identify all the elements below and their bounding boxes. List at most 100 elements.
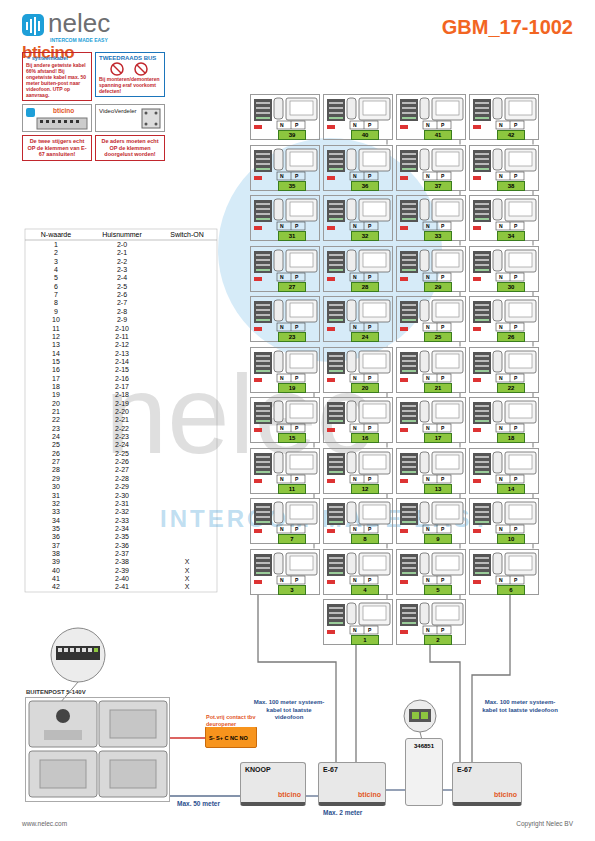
terminal-label: N	[353, 223, 357, 229]
n-value: 33	[424, 231, 452, 241]
terminal-label: P	[368, 375, 371, 381]
device-box: VideoVerdeler	[95, 104, 165, 132]
videophone-unit: NP32	[323, 195, 393, 241]
wire	[472, 595, 510, 763]
terminal-label: N	[499, 324, 503, 330]
table-cell: 20	[25, 400, 87, 408]
brand-logo: bticino	[53, 107, 74, 115]
terminal-label: P	[514, 476, 517, 482]
table-cell: 34	[25, 517, 87, 525]
wire	[170, 795, 240, 796]
table-cell: 2-28	[87, 475, 157, 483]
videophone-unit: NP25	[396, 296, 466, 342]
terminal-label: P	[368, 627, 371, 633]
videophone-unit: N P 13	[396, 448, 466, 494]
n-value: 24	[351, 332, 379, 342]
part-name: E-67	[323, 766, 338, 774]
warning-note: Bij andere getwiste kabel 66% afstand! B…	[26, 62, 88, 98]
table-cell: 24	[25, 433, 87, 441]
table-cell: 2-1	[87, 249, 157, 257]
device-box: E-67bticino	[452, 762, 522, 806]
device-box: TWEEDRAADS BUSBij monteren/demonteren sp…	[95, 52, 165, 97]
table-cell: X	[157, 575, 217, 583]
terminal-label: P	[441, 577, 444, 583]
terminal-label: P	[295, 526, 298, 532]
logo-tagline: INTERCOM MADE EASY	[50, 37, 108, 43]
table-cell: 38	[25, 550, 87, 558]
terminal-label: P	[295, 577, 298, 583]
terminal-label: P	[514, 274, 517, 280]
diagram-title: GBM_17-1002	[442, 16, 573, 39]
n-value: 37	[424, 181, 452, 191]
terminal-label: P	[295, 476, 298, 482]
table-cell: 41	[25, 575, 87, 583]
videophone-unit: NP41	[396, 94, 466, 140]
table-cell: 2-4	[87, 274, 157, 282]
terminal-label: P	[441, 274, 444, 280]
table-cell: 2-13	[87, 350, 157, 358]
videophone-unit: NP21	[396, 347, 466, 393]
terminal-label: N	[353, 627, 357, 633]
table-cell: 19	[25, 391, 87, 399]
videophone-unit: NP35	[250, 145, 320, 191]
videophone-unit: NP3	[250, 549, 320, 595]
table-cell: 7	[25, 291, 87, 299]
videophone-unit: NP39	[250, 94, 320, 140]
terminal-label: N	[499, 526, 503, 532]
terminal-label: P	[441, 375, 444, 381]
relay-note: Pot.vrij contact tbv deuropener	[206, 714, 268, 727]
terminal-label: N	[499, 223, 503, 229]
table-cell: 16	[25, 366, 87, 374]
wire	[170, 737, 205, 738]
terminal-label: N	[499, 173, 503, 179]
table-cell: 17	[25, 375, 87, 383]
table-cell: X	[157, 558, 217, 566]
terminal-label: P	[295, 375, 298, 381]
part-name: BUITENPOST 5-140V	[26, 689, 86, 696]
logo-text: nelec	[48, 9, 110, 37]
device-box: bticino	[22, 104, 92, 132]
table-cell: 2-36	[87, 542, 157, 550]
table-cell: 2-25	[87, 450, 157, 458]
footer-copyright: Copyright Nelec BV	[516, 820, 573, 827]
terminal-label: N	[499, 476, 503, 482]
videophone-unit: NP28	[323, 246, 393, 292]
part-name: VideoVerdeler	[99, 108, 137, 115]
terminal-label: N	[426, 476, 430, 482]
table-cell: 2-32	[87, 508, 157, 516]
device-box: E-67bticino	[318, 762, 386, 806]
table-cell: 2-31	[87, 500, 157, 508]
terminal-label: P	[295, 122, 298, 128]
n-value: 25	[424, 332, 452, 342]
table-cell: 29	[25, 475, 87, 483]
table-cell: 1	[25, 241, 87, 249]
table-cell: 2-26	[87, 458, 157, 466]
terminal-label: P	[368, 577, 371, 583]
cable-note: Max. 100 meter systeem-kabel tot laatste…	[478, 699, 562, 714]
videophone-unit: NP8	[323, 498, 393, 544]
table-header: N-waarde	[25, 231, 87, 238]
wire	[443, 789, 452, 790]
terminal-label: P	[441, 476, 444, 482]
terminal-label: N	[353, 122, 357, 128]
wire	[306, 795, 318, 796]
table-cell: 2-10	[87, 325, 157, 333]
terminal-label: N	[280, 526, 284, 532]
videophone-unit: NP12	[323, 448, 393, 494]
n-value: 9	[424, 534, 452, 544]
n-value: 11	[278, 484, 306, 494]
n-value: 2	[424, 635, 452, 645]
n-value: 39	[278, 130, 306, 140]
dip-magnifier	[404, 700, 436, 740]
table-cell: 5	[25, 274, 87, 282]
videophone-unit: NP14	[469, 448, 539, 494]
terminal-label: N	[499, 425, 503, 431]
table-cell: 2-15	[87, 366, 157, 374]
device-box: 346851	[405, 738, 443, 806]
n-value: 3	[278, 585, 306, 595]
terminal-label: N	[426, 526, 430, 532]
n-value: 13	[424, 484, 452, 494]
n-value: 18	[497, 433, 525, 443]
table-cell: 2-24	[87, 441, 157, 449]
terminal-label: N	[280, 375, 284, 381]
